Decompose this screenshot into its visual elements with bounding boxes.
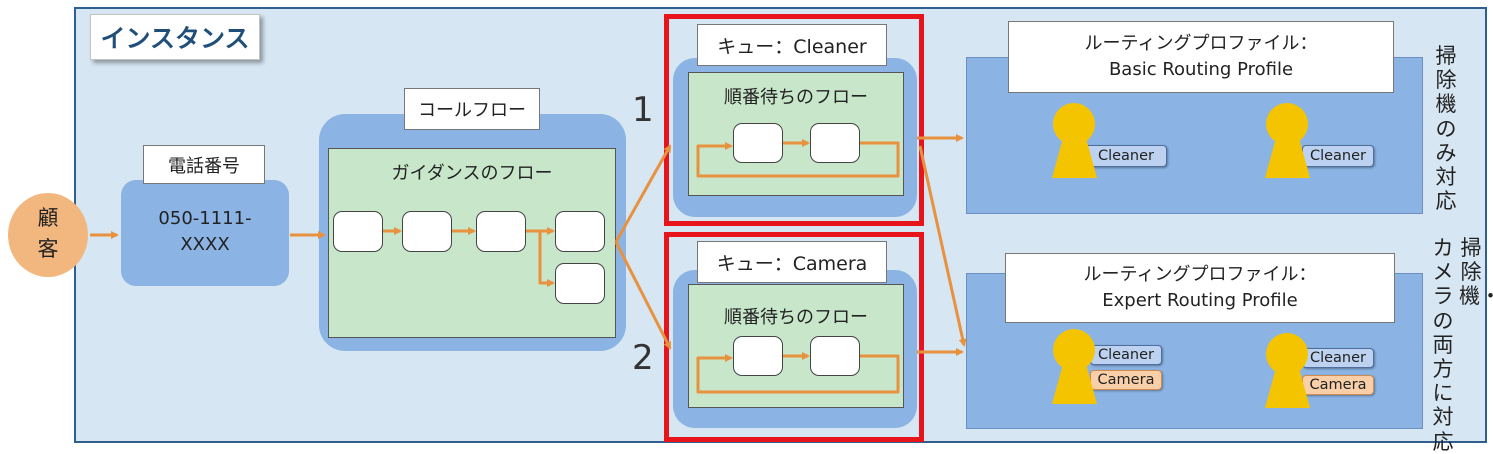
queue-cleaner-highlight [664,14,924,226]
customer-label-2: 客 [37,237,59,261]
phone-label: 電話番号 [143,145,265,184]
flow-node [402,211,452,252]
skill-tag-camera: Camera [1090,370,1162,390]
arrow-cleaner-to-expert [918,145,967,347]
queue-number-2: 2 [632,338,654,378]
agent-icon [1265,333,1310,408]
customer-label-1: 顧 [37,206,59,230]
arrow-queue-loop [696,354,900,394]
routing-profile-basic-title-line1: ルーティングプロファイル： [1084,33,1318,54]
skill-tag-cleaner: Cleaner [1085,145,1167,167]
customer-circle: 顧 客 [8,193,88,277]
agent-icon [1265,103,1310,178]
queue-cleaner-flow-label: 順番待ちのフロー [724,87,868,108]
flow-node [333,211,383,252]
queue-cleaner-label: キュー：Cleaner [697,24,887,66]
arrow-to-queue-camera [614,241,672,350]
routing-profile-expert-title-line1: ルーティングプロファイル： [1083,264,1317,285]
routing-profile-basic-note: 掃除機のみ対応 [1435,44,1457,214]
phone-number-line2: XXXX [180,234,230,255]
queue-camera-label: キュー：Camera [697,241,887,283]
queue-node [733,123,783,163]
agent-icon [1052,329,1097,404]
agent-icon [1052,103,1097,178]
queue-number-1: 1 [632,90,654,130]
flow-node [555,263,605,304]
arrow-queue-loop [696,141,900,178]
skill-tag-cleaner: Cleaner [1090,345,1162,365]
queue-node [733,336,783,376]
routing-profile-expert-title-line2: Expert Routing Profile [1102,290,1298,311]
guidance-flow-label: ガイダンスのフロー [391,163,553,184]
queue-camera-highlight [664,232,924,442]
arrow-to-queue-cleaner [614,144,672,243]
flow-node [555,211,605,252]
queue-node [810,336,860,376]
queue-camera-flow-label: 順番待ちのフロー [724,307,868,328]
skill-tag-cleaner: Cleaner [1302,145,1374,167]
phone-number-line1: 050-1111- [158,208,252,229]
arrow-flow-branch [538,231,555,287]
queue-camera-flow-box: 順番待ちのフロー [688,284,904,408]
routing-profile-basic-title: ルーティングプロファイル： Basic Routing Profile [1008,21,1394,93]
flow-node [476,211,526,252]
contact-flow-label: コールフロー [404,88,540,130]
routing-profile-expert-title: ルーティングプロファイル： Expert Routing Profile [1005,253,1395,323]
queue-node [810,123,860,163]
instance-label: インスタンス [90,14,260,60]
routing-profile-basic-title-line2: Basic Routing Profile [1108,59,1294,80]
phone-number-box: 050-1111- XXXX [121,180,289,286]
routing-profile-expert-note-col2: カメラの両方に対応 [1432,236,1454,454]
